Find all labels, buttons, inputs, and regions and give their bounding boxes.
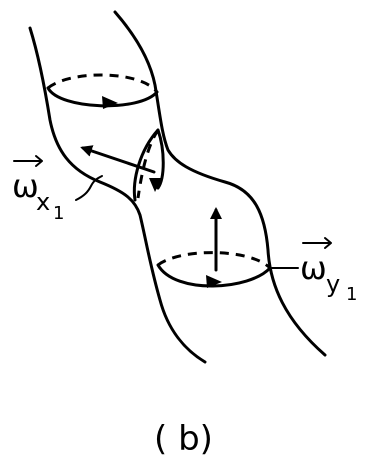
lower-ring-back <box>157 251 272 270</box>
tube-left-wall <box>28 26 207 364</box>
middle-ring-back <box>136 129 160 199</box>
panel-label: ( b) <box>154 419 213 459</box>
omega-x-label: ω x 1 <box>12 155 64 224</box>
lower-ring-front <box>156 263 272 288</box>
omega-x-leader <box>75 175 103 201</box>
omega-x-index: 1 <box>53 203 64 224</box>
tube-right-wall <box>113 10 327 357</box>
upper-ring-back <box>47 73 159 94</box>
omega-y-symbol: ω <box>300 249 327 287</box>
omega-x-symbol: ω <box>12 167 39 205</box>
omega-y-subscript: y <box>326 270 340 298</box>
lower-flow-arrowhead <box>206 275 222 288</box>
omega-x-subscript: x <box>36 188 50 216</box>
upper-ring-front <box>46 86 159 108</box>
vector-arrow-icon <box>302 237 332 249</box>
omega-y-label: ω y 1 <box>300 237 357 305</box>
upper-flow-arrowhead <box>102 96 118 109</box>
omega-y-index: 1 <box>346 284 357 305</box>
middle-ring-front <box>132 128 165 202</box>
middle-flow-arrowhead <box>149 178 162 192</box>
omega-x-arrow <box>80 145 156 174</box>
vector-arrow-icon <box>13 155 43 167</box>
